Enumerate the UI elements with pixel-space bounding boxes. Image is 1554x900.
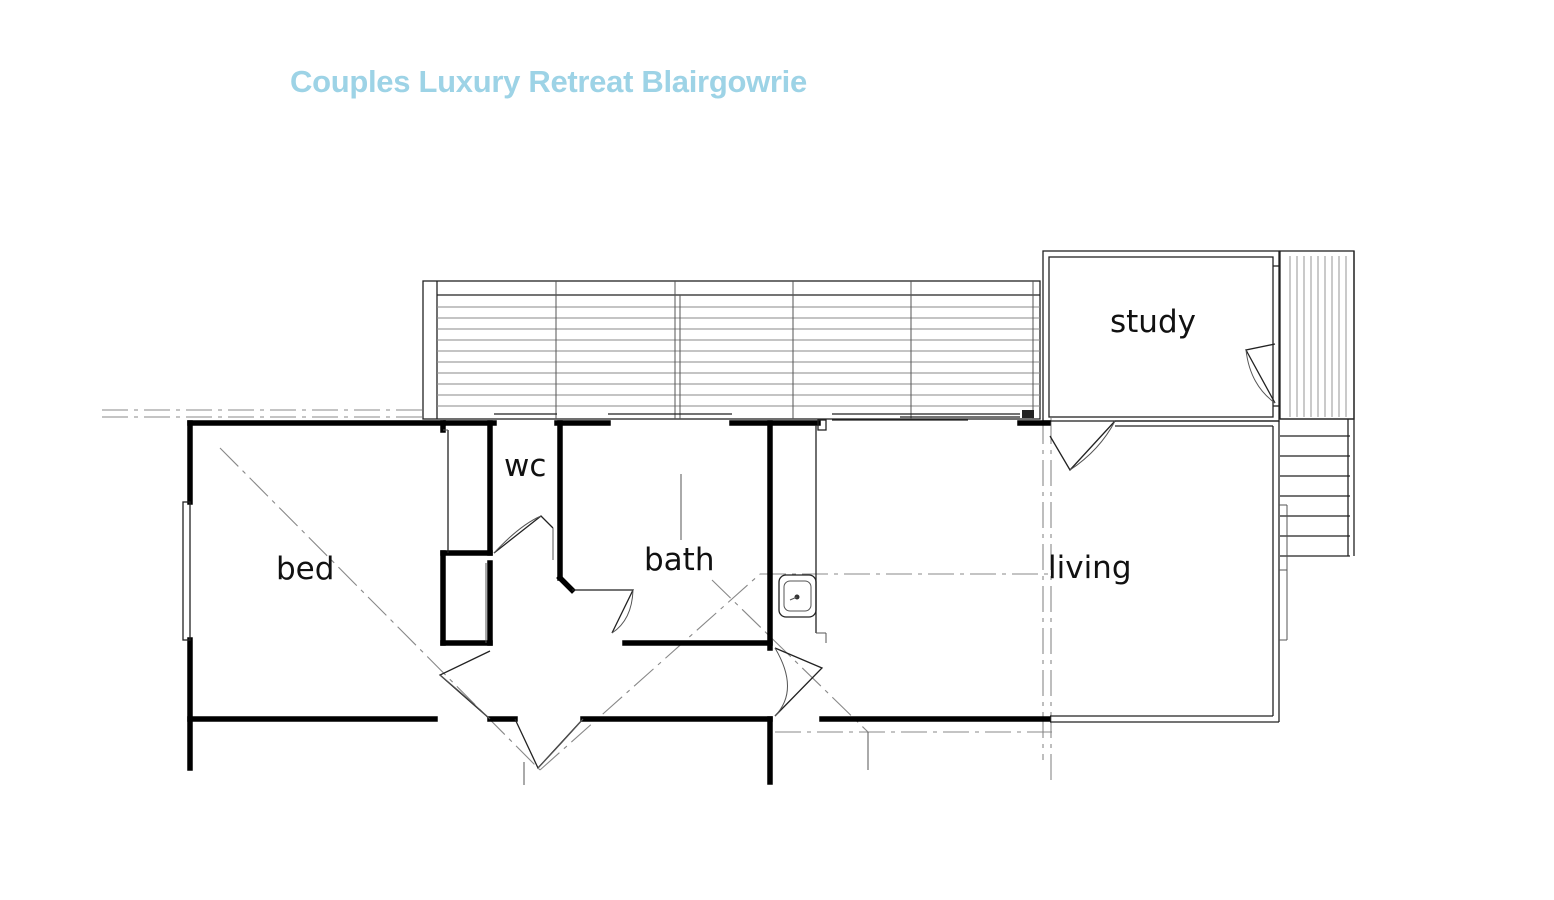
- side-deck-and-stairs: [1279, 250, 1355, 557]
- room-label-wc: wc: [504, 448, 546, 484]
- rear-deck: [422, 280, 1041, 420]
- study-room: [1042, 250, 1280, 472]
- internal-details: [443, 410, 1034, 643]
- room-label-living: living: [1048, 550, 1132, 586]
- dashed-reference-lines: [102, 409, 1052, 785]
- living-east-wall: [1050, 420, 1288, 723]
- walls: [182, 420, 1051, 785]
- basin-icon: [778, 574, 817, 618]
- room-label-study: study: [1110, 304, 1196, 340]
- door-swings: [438, 515, 824, 770]
- page-title: Couples Luxury Retreat Blairgowrie: [290, 64, 807, 99]
- fixture-icon: [1022, 410, 1034, 418]
- room-label-bed: bed: [276, 551, 334, 587]
- room-label-bath: bath: [644, 542, 714, 578]
